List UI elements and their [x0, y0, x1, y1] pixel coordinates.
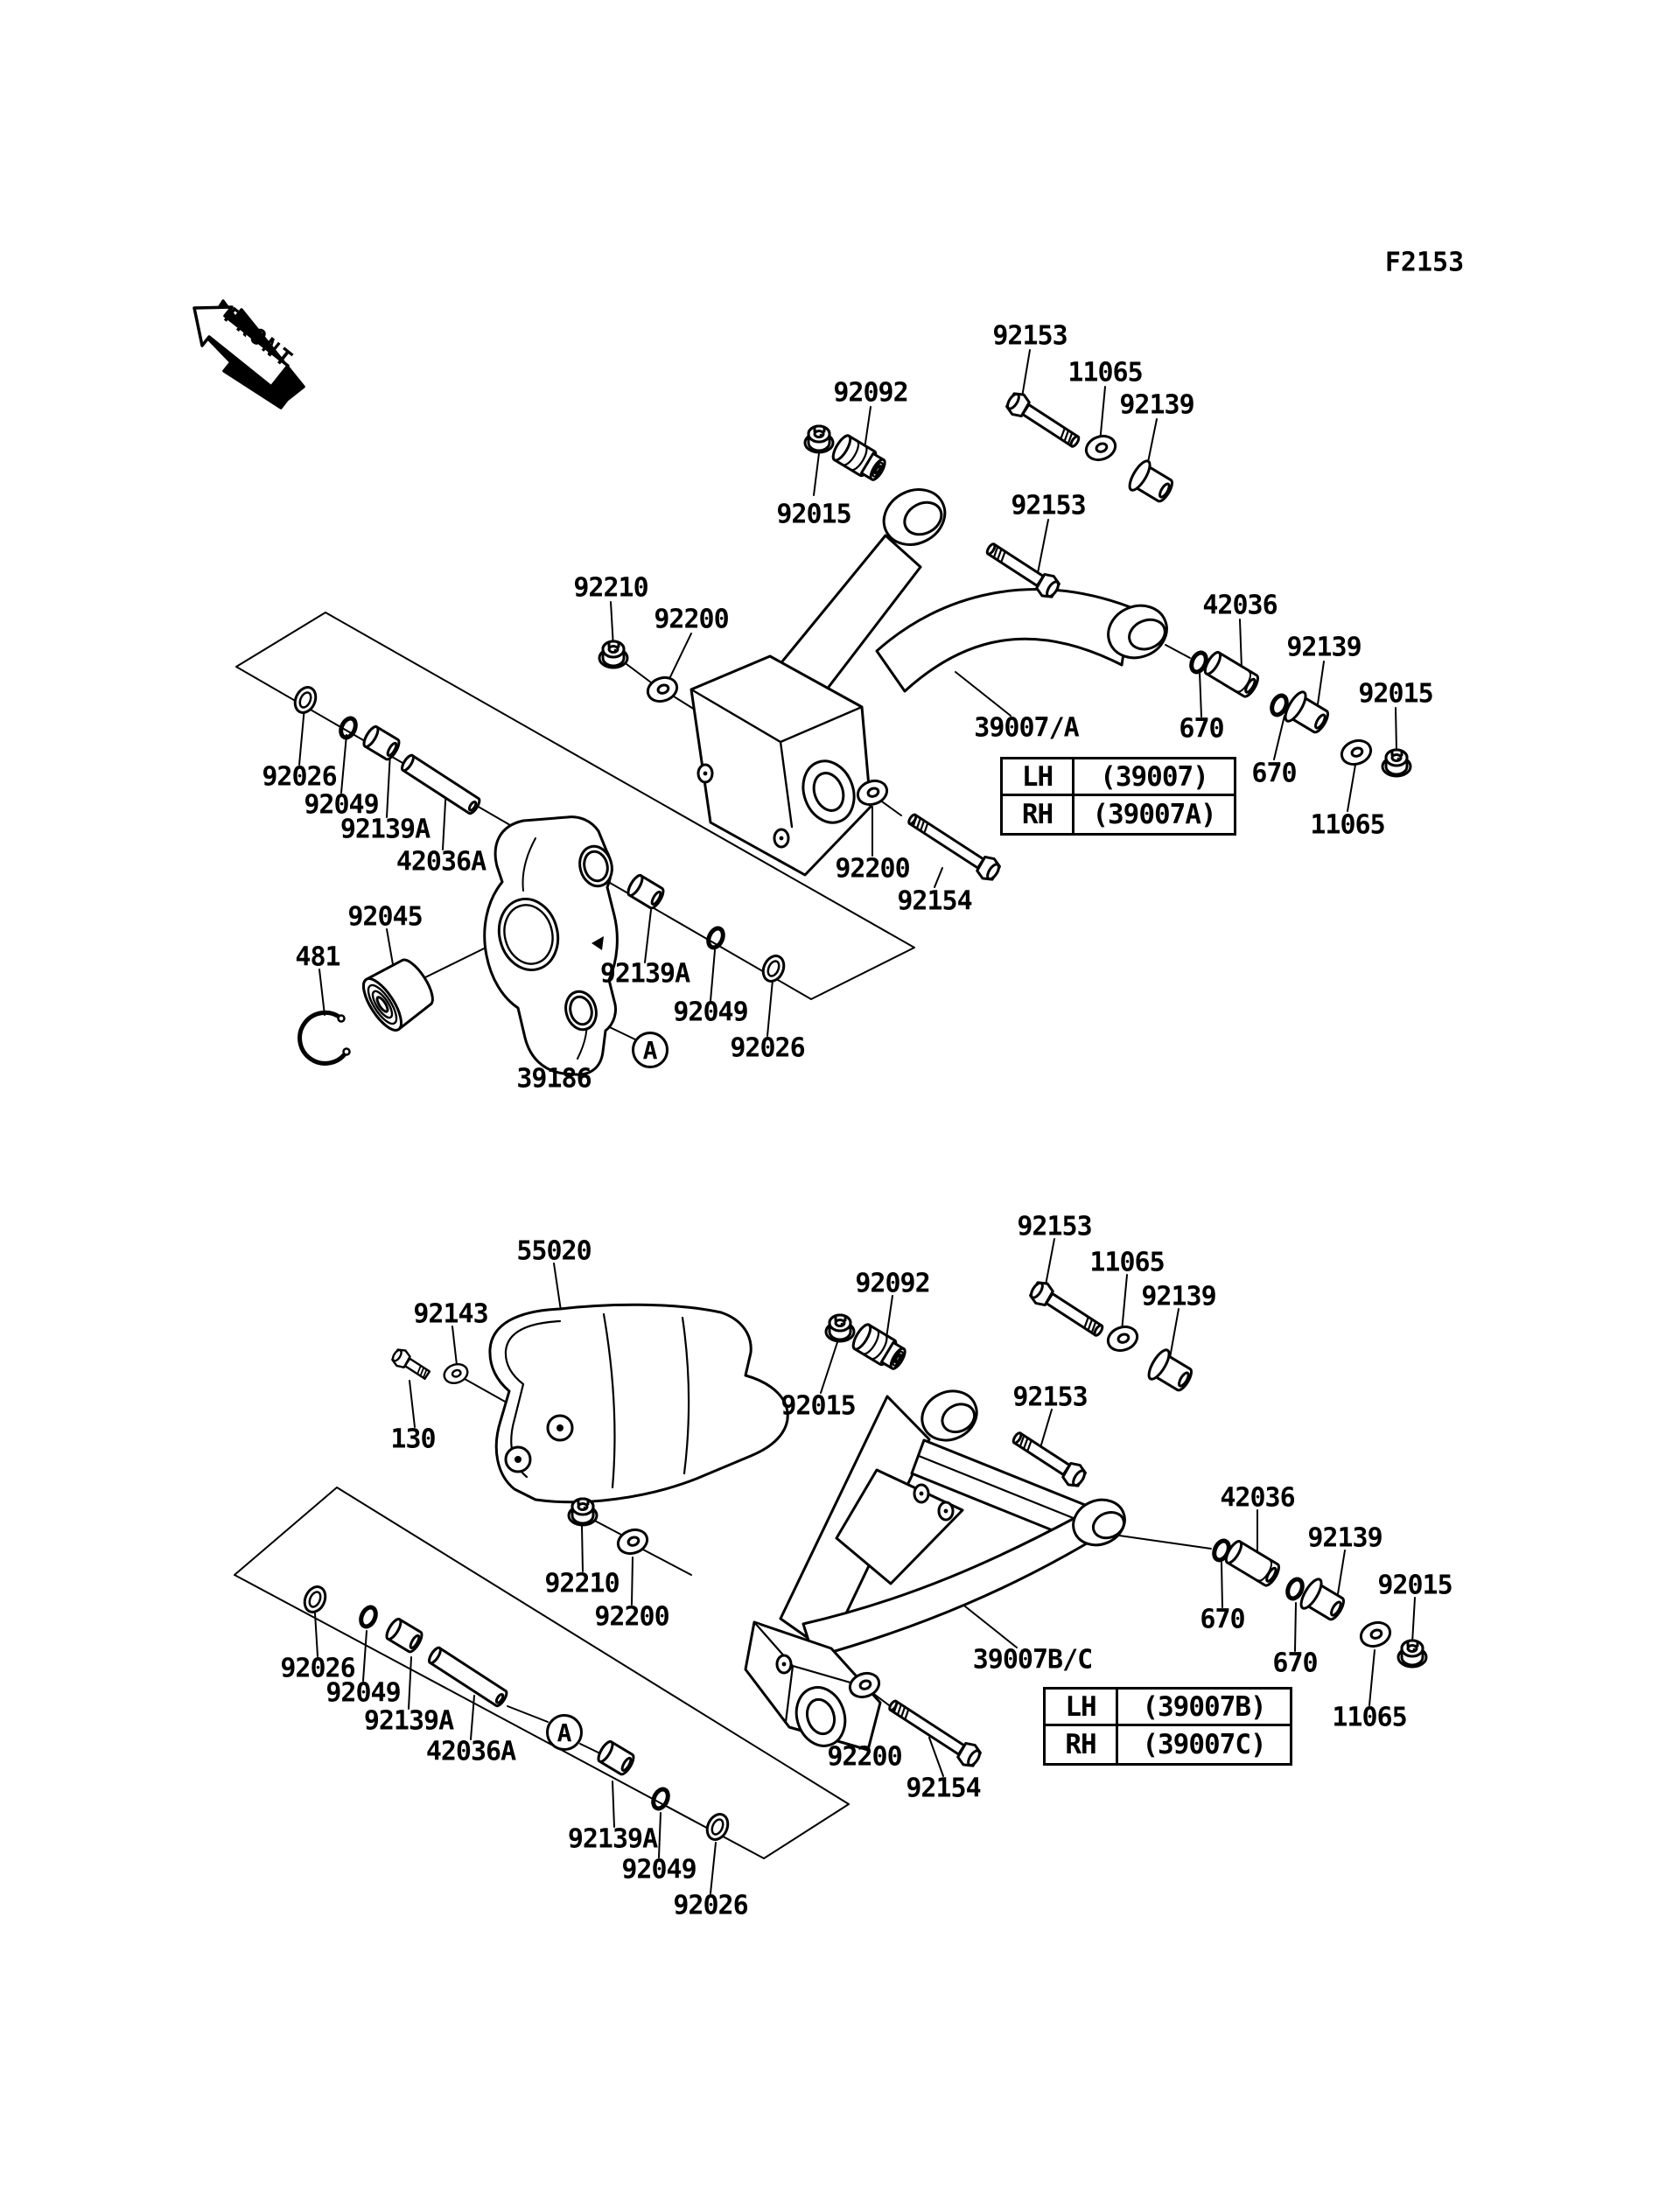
part-label-92049: 92049	[621, 1854, 696, 1886]
table-cell-side: RH	[1003, 796, 1074, 833]
part-label-92015: 92015	[1377, 1570, 1452, 1601]
part-label-92210: 92210	[544, 1568, 620, 1599]
part-label-92049: 92049	[304, 789, 379, 821]
part-label-92045: 92045	[347, 901, 423, 933]
part-label-42036: 42036	[1202, 590, 1278, 621]
part-label-92026: 92026	[730, 1032, 805, 1064]
part-label-92154: 92154	[897, 885, 972, 917]
part-label-92139A: 92139A	[599, 958, 690, 990]
part-label-92092: 92092	[833, 377, 908, 409]
table-cell-part: (39007B)	[1118, 1690, 1290, 1726]
lower-lh-rh-table: LH (39007B) RH (39007C)	[1043, 1687, 1292, 1766]
part-label-92092: 92092	[855, 1268, 930, 1299]
table-cell-part: (39007C)	[1142, 1729, 1266, 1760]
upper-lh-rh-table: LH (39007) RH (39007A)	[1000, 757, 1236, 836]
part-label-92153: 92153	[1011, 490, 1086, 521]
part-label-92139: 92139	[1286, 632, 1362, 663]
part-label-92015: 92015	[776, 499, 851, 530]
part-label-92026: 92026	[673, 1890, 748, 1921]
part-label-92153: 92153	[1012, 1382, 1088, 1413]
lower-arm-drawing	[744, 1389, 1126, 1752]
part-label-92200: 92200	[835, 853, 910, 885]
upper-axis-outline	[235, 612, 915, 1000]
part-label-92026: 92026	[280, 1653, 355, 1684]
part-label-39007A: 39007/A	[974, 712, 1079, 744]
part-label-92015: 92015	[1358, 678, 1433, 710]
part-label-92154: 92154	[906, 1773, 981, 1804]
part-label-92049: 92049	[673, 997, 748, 1028]
part-label-11065: 11065	[1068, 357, 1143, 388]
part-label-39186: 39186	[516, 1063, 592, 1095]
part-label-92139: 92139	[1307, 1522, 1382, 1554]
part-label-92200: 92200	[827, 1741, 902, 1773]
part-label-92139: 92139	[1119, 389, 1194, 421]
part-label-92139: 92139	[1141, 1281, 1216, 1312]
lower-axis-outline	[234, 1487, 850, 1859]
part-label-92200: 92200	[654, 604, 729, 635]
part-label-92143: 92143	[413, 1298, 488, 1330]
part-label-92139A: 92139A	[363, 1705, 454, 1737]
upper-arm-drawing	[690, 488, 1168, 877]
detail-marker-A: A	[632, 1032, 668, 1068]
lower-diagram	[234, 1238, 1428, 1894]
guard-drawing	[488, 1303, 789, 1504]
part-label-42036A: 42036A	[425, 1736, 516, 1767]
part-label-11065: 11065	[1089, 1247, 1165, 1278]
table-cell-part: (39007A)	[1092, 799, 1216, 830]
part-label-92026: 92026	[262, 761, 337, 793]
part-label-92200: 92200	[594, 1601, 669, 1633]
table-cell-side: RH	[1046, 1726, 1118, 1763]
part-label-92139A: 92139A	[567, 1823, 658, 1855]
part-label-92210: 92210	[573, 572, 648, 604]
part-label-92015: 92015	[780, 1390, 856, 1422]
part-label-670: 670	[1272, 1648, 1318, 1679]
part-label-670: 670	[1251, 758, 1297, 789]
part-label-670: 670	[1179, 713, 1224, 745]
knuckle-drawing	[483, 815, 619, 1076]
part-label-92153: 92153	[992, 320, 1068, 352]
part-label-42036A: 42036A	[396, 846, 486, 878]
page-code: F2153	[1384, 247, 1465, 278]
upper-diagram	[235, 349, 1412, 1076]
part-label-11065: 11065	[1332, 1702, 1407, 1733]
table-cell-side: LH	[1003, 759, 1074, 796]
part-label-11065: 11065	[1310, 809, 1385, 841]
part-label-481: 481	[295, 941, 340, 973]
part-label-92139A: 92139A	[340, 814, 430, 845]
part-label-670: 670	[1200, 1604, 1245, 1635]
table-cell-side: LH	[1046, 1690, 1118, 1726]
part-label-39007BC: 39007B/C	[972, 1644, 1093, 1676]
detail-marker-A: A	[546, 1714, 583, 1751]
part-label-42036: 42036	[1220, 1482, 1295, 1514]
part-label-55020: 55020	[516, 1235, 592, 1267]
part-label-92153: 92153	[1017, 1211, 1092, 1242]
part-label-130: 130	[390, 1424, 436, 1455]
part-label-92049: 92049	[326, 1677, 401, 1709]
table-cell-part: (39007)	[1074, 759, 1234, 796]
